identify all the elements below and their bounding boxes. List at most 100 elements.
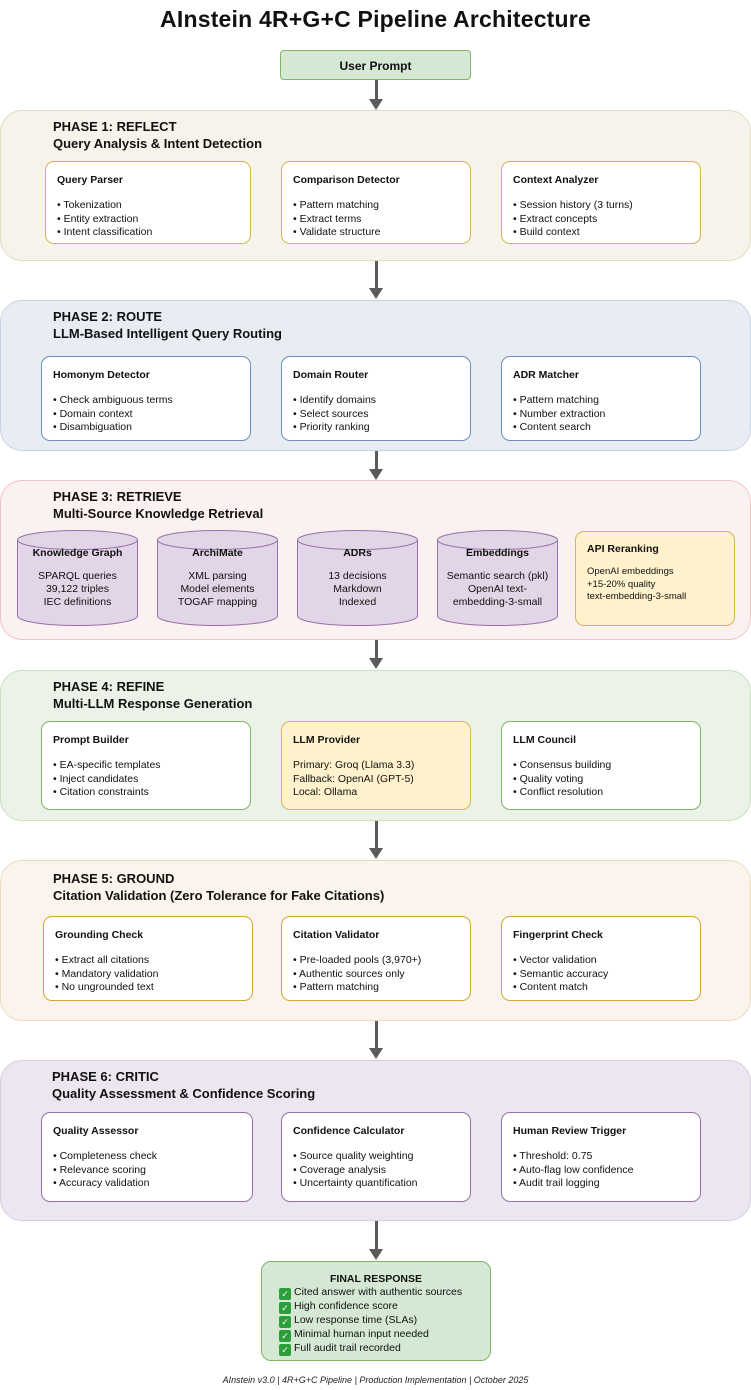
phase-subtitle: Quality Assessment & Confidence Scoring — [52, 1086, 316, 1101]
box-item: Audit trail logging — [513, 1177, 689, 1191]
box-item: Extract all citations — [55, 954, 241, 968]
cylinder-title: Knowledge Graph — [32, 547, 123, 559]
box-item: Select sources — [293, 408, 459, 422]
box-title: Human Review Trigger — [513, 1125, 627, 1137]
box-item: Content search — [513, 421, 689, 435]
cylinder-line: Markdown — [333, 583, 382, 595]
rerank-line: OpenAI embeddings — [587, 566, 674, 577]
phase-title: PHASE 3: RETRIEVE — [53, 489, 182, 504]
final-item: Cited answer with authentic sources — [294, 1286, 463, 1298]
box-item: Citation constraints — [53, 786, 239, 800]
phase-subtitle: Multi-Source Knowledge Retrieval — [53, 506, 264, 521]
phase-title: PHASE 6: CRITIC — [52, 1069, 159, 1084]
phase-title: PHASE 5: GROUND — [53, 871, 175, 886]
box-item: Validate structure — [293, 226, 459, 240]
adr-matcher-box: ADR Matcher Pattern matchingNumber extra… — [501, 356, 701, 441]
phase-route: PHASE 2: ROUTE LLM-Based Intelligent Que… — [0, 300, 751, 451]
cylinder-title: ADRs — [343, 547, 372, 559]
box-item: Priority ranking — [293, 421, 459, 435]
box-item: Mandatory validation — [55, 968, 241, 982]
box-item: Threshold: 0.75 — [513, 1150, 689, 1164]
box-title: Grounding Check — [55, 929, 144, 941]
comparison-detector-box: Comparison Detector Pattern matchingExtr… — [281, 161, 471, 244]
box-title: API Reranking — [587, 543, 659, 555]
checkmark-icon: ✓ — [279, 1316, 291, 1328]
domain-router-box: Domain Router Identify domainsSelect sou… — [281, 356, 471, 441]
box-item: Quality voting — [513, 773, 689, 787]
box-title: LLM Council — [513, 734, 576, 746]
embeddings-cylinder: Embeddings Semantic search (pkl) OpenAI … — [437, 530, 558, 626]
phase-title: PHASE 2: ROUTE — [53, 309, 163, 324]
box-title: ADR Matcher — [513, 369, 579, 381]
phase-title: PHASE 4: REFINE — [53, 679, 165, 694]
box-item: Uncertainty quantification — [293, 1177, 459, 1191]
prompt-builder-box: Prompt Builder EA-specific templatesInje… — [41, 721, 251, 810]
box-item: Extract concepts — [513, 213, 689, 227]
box-title: Context Analyzer — [513, 174, 599, 186]
arrow-retrieve-to-refine — [369, 640, 383, 669]
box-item: Tokenization — [57, 199, 239, 213]
box-item: Number extraction — [513, 408, 689, 422]
box-item: Pre-loaded pools (3,970+) — [293, 954, 459, 968]
cylinder-line: IEC definitions — [43, 596, 112, 608]
box-item: Coverage analysis — [293, 1164, 459, 1178]
final-item: Low response time (SLAs) — [294, 1314, 418, 1326]
grounding-check-box: Grounding Check Extract all citationsMan… — [43, 916, 253, 1001]
adrs-cylinder: ADRs 13 decisions Markdown Indexed — [297, 530, 418, 626]
box-item: Auto-flag low confidence — [513, 1164, 689, 1178]
phase-title: PHASE 1: REFLECT — [53, 119, 177, 134]
llm-council-box: LLM Council Consensus buildingQuality vo… — [501, 721, 701, 810]
confidence-calculator-box: Confidence Calculator Source quality wei… — [281, 1112, 471, 1202]
llm-provider-box: LLM Provider Primary: Groq (Llama 3.3) F… — [281, 721, 471, 810]
final-title: FINAL RESPONSE — [330, 1273, 422, 1285]
box-item: Build context — [513, 226, 689, 240]
fingerprint-check-box: Fingerprint Check Vector validationSeman… — [501, 916, 701, 1001]
user-prompt-node: User Prompt — [280, 50, 471, 80]
arrow-prompt-to-reflect — [369, 80, 383, 110]
cylinder-line: XML parsing — [188, 570, 247, 582]
cylinder-line: Semantic search (pkl) — [446, 570, 549, 582]
arrow-refine-to-ground — [369, 821, 383, 859]
box-item: Pattern matching — [293, 199, 459, 213]
box-item: Accuracy validation — [53, 1177, 241, 1191]
box-title: Fingerprint Check — [513, 929, 603, 941]
box-item: Semantic accuracy — [513, 968, 689, 982]
cylinder-line: 39,122 triples — [45, 583, 110, 595]
box-item: Check ambiguous terms — [53, 394, 239, 408]
query-parser-box: Query Parser TokenizationEntity extracti… — [45, 161, 251, 244]
phase-subtitle: LLM-Based Intelligent Query Routing — [53, 326, 282, 341]
footer-caption: AInstein v3.0 | 4R+G+C Pipeline | Produc… — [222, 1375, 529, 1385]
phase-critic: PHASE 6: CRITIC Quality Assessment & Con… — [0, 1060, 751, 1221]
knowledge-graph-cylinder: Knowledge Graph SPARQL queries 39,122 tr… — [17, 530, 138, 626]
cylinder-line: TOGAF mapping — [177, 596, 258, 608]
checkmark-icon: ✓ — [279, 1288, 291, 1300]
cylinder-line: Model elements — [180, 583, 255, 595]
provider-line: Local: Ollama — [293, 786, 358, 798]
cylinder-title: Embeddings — [465, 547, 529, 559]
cylinder-title: ArchiMate — [192, 547, 243, 559]
box-title: Query Parser — [57, 174, 123, 186]
checkmark-icon: ✓ — [279, 1302, 291, 1314]
phase-reflect: PHASE 1: REFLECT Query Analysis & Intent… — [0, 110, 751, 261]
box-item: Entity extraction — [57, 213, 239, 227]
quality-assessor-box: Quality Assessor Completeness checkRelev… — [41, 1112, 253, 1202]
phase-subtitle: Multi-LLM Response Generation — [53, 696, 253, 711]
homonym-detector-box: Homonym Detector Check ambiguous termsDo… — [41, 356, 251, 441]
phase-retrieve: PHASE 3: RETRIEVE Multi-Source Knowledge… — [0, 480, 751, 640]
final-response-box: FINAL RESPONSE ✓Cited answer with authen… — [261, 1261, 491, 1361]
phase-ground: PHASE 5: GROUND Citation Validation (Zer… — [0, 860, 751, 1021]
arrow-reflect-to-route — [369, 261, 383, 299]
citation-validator-box: Citation Validator Pre-loaded pools (3,9… — [281, 916, 471, 1001]
cylinder-line: Indexed — [338, 596, 377, 608]
phase-subtitle: Citation Validation (Zero Tolerance for … — [53, 888, 385, 903]
box-title: LLM Provider — [293, 734, 361, 746]
box-title: Homonym Detector — [53, 369, 150, 381]
box-item: Extract terms — [293, 213, 459, 227]
phase-refine: PHASE 4: REFINE Multi-LLM Response Gener… — [0, 670, 751, 821]
provider-line: Fallback: OpenAI (GPT-5) — [293, 772, 414, 785]
api-reranking-box: API Reranking OpenAI embeddings +15-20% … — [575, 531, 735, 626]
box-item: Conflict resolution — [513, 786, 689, 800]
box-item: Pattern matching — [513, 394, 689, 408]
cylinder-line: embedding-3-small — [452, 596, 543, 608]
box-item: Consensus building — [513, 759, 689, 773]
